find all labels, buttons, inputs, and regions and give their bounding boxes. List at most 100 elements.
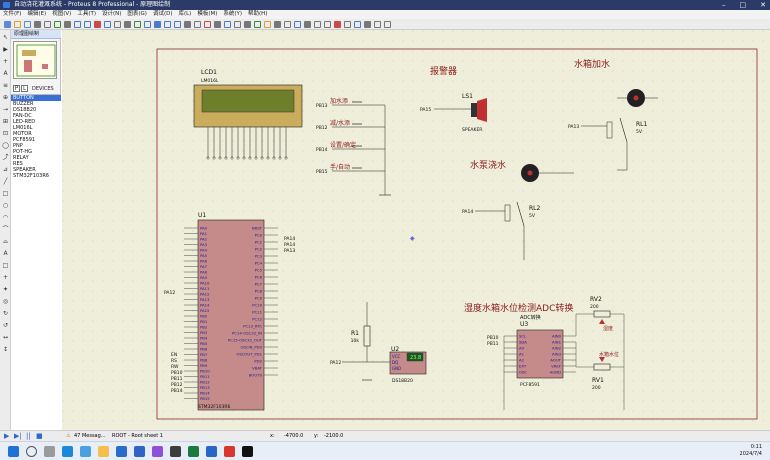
home-icon[interactable] — [54, 21, 61, 28]
save-icon[interactable] — [24, 21, 31, 28]
arc-icon[interactable]: ✦ — [2, 286, 9, 293]
mail-icon[interactable] — [134, 446, 145, 457]
minimize-button[interactable]: – — [722, 1, 726, 9]
app-icon[interactable] — [152, 446, 163, 457]
close-button[interactable]: ✕ — [760, 1, 766, 9]
decompose-icon[interactable] — [284, 21, 291, 28]
block-rotate-icon[interactable] — [234, 21, 241, 28]
redo-icon[interactable] — [164, 21, 171, 28]
search-icon[interactable] — [26, 446, 37, 457]
block-move-icon[interactable] — [224, 21, 231, 28]
new-file-icon[interactable] — [4, 21, 11, 28]
device-item[interactable]: LED-RED — [13, 119, 36, 125]
chat-icon[interactable] — [80, 446, 91, 457]
device-item[interactable]: STM32F103R6 — [13, 173, 49, 179]
file-explorer-icon[interactable] — [98, 446, 109, 457]
paste-icon[interactable] — [194, 21, 201, 28]
tape-icon[interactable]: ⤴ — [2, 154, 9, 161]
pan-icon[interactable] — [144, 21, 151, 28]
new-sheet-icon[interactable] — [324, 21, 331, 28]
flip-vertical-icon[interactable]: ↕ — [2, 346, 9, 353]
block-delete-icon[interactable] — [244, 21, 251, 28]
pick-icon[interactable] — [254, 21, 261, 28]
export-icon[interactable] — [44, 21, 51, 28]
import-icon[interactable] — [34, 21, 41, 28]
device-item[interactable]: MOTOR — [13, 131, 32, 137]
play-icon[interactable]: ▶ — [4, 432, 10, 440]
probe-current-icon[interactable]: □ — [2, 190, 9, 197]
message-count[interactable]: 47 Messag... — [74, 433, 106, 439]
schematic-tab[interactable]: 原理图绘制 — [11, 30, 61, 39]
device-item[interactable]: PNP — [13, 143, 23, 149]
text-script-icon[interactable]: ≡ — [2, 82, 9, 89]
path-icon[interactable]: ◎ — [2, 298, 9, 305]
device-item[interactable]: FAN-DC — [13, 113, 32, 119]
goto-sheet-icon[interactable] — [344, 21, 351, 28]
pcb-layout-icon[interactable] — [384, 21, 391, 28]
menu-item-1[interactable]: 编辑(E) — [27, 11, 47, 17]
start-icon[interactable] — [8, 446, 19, 457]
maximize-button[interactable]: □ — [739, 1, 747, 9]
refresh-icon[interactable] — [134, 21, 141, 28]
pause-icon[interactable]: || — [26, 432, 31, 440]
terminal-icon[interactable] — [170, 446, 181, 457]
word-icon[interactable] — [206, 446, 217, 457]
marker-icon[interactable]: + — [2, 274, 9, 281]
delete-icon[interactable] — [204, 21, 211, 28]
library-button[interactable]: L — [21, 85, 28, 92]
menu-item-5[interactable]: 图表(G) — [127, 11, 147, 17]
zoom-area-icon[interactable] — [104, 21, 111, 28]
menu-item-8[interactable]: 模板(M) — [197, 11, 218, 17]
edge-icon[interactable] — [62, 446, 73, 457]
menu-item-6[interactable]: 调试(D) — [152, 11, 173, 17]
system-clock[interactable]: 0:11 2024/7/4 — [740, 444, 762, 458]
packaging-icon[interactable] — [274, 21, 281, 28]
task-view-icon[interactable] — [44, 446, 55, 457]
print-icon[interactable] — [64, 21, 71, 28]
device-pins-icon[interactable]: ⊡ — [2, 130, 9, 137]
device-item[interactable]: RELAY — [13, 155, 29, 161]
menu-item-10[interactable]: 帮助(H) — [248, 11, 268, 17]
instruments-icon[interactable]: ○ — [2, 202, 9, 209]
zoom-all-icon[interactable] — [94, 21, 101, 28]
device-item[interactable]: POT-HG — [13, 149, 32, 155]
bom-icon[interactable] — [364, 21, 371, 28]
proteus-taskbar-icon[interactable] — [224, 446, 235, 457]
menu-item-0[interactable]: 文件(F) — [3, 11, 22, 17]
selection-mode-icon[interactable]: ↖ — [2, 34, 9, 41]
step-icon[interactable]: ▶| — [14, 432, 22, 440]
menu-item-4[interactable]: 设计(N) — [101, 11, 122, 17]
store-icon[interactable] — [116, 446, 127, 457]
text-icon[interactable]: A — [3, 250, 8, 257]
erc-icon[interactable] — [374, 21, 381, 28]
component-mode-icon[interactable]: ▶ — [3, 46, 8, 53]
subcircuit-icon[interactable]: → — [2, 106, 9, 113]
undo-icon[interactable] — [154, 21, 161, 28]
probe-voltage-icon[interactable]: ╱ — [3, 178, 8, 185]
capcut-icon[interactable] — [242, 446, 253, 457]
stop-icon[interactable]: ■ — [36, 432, 43, 440]
terminals-icon[interactable]: ⊞ — [2, 118, 9, 125]
rotate-cw-icon[interactable]: ↻ — [2, 310, 9, 317]
device-item[interactable]: RES — [13, 161, 23, 167]
device-item[interactable]: SPEAKER — [13, 167, 36, 173]
symbol-icon[interactable]: □ — [2, 262, 9, 269]
rotate-ccw-icon[interactable]: ↺ — [2, 322, 9, 329]
origin-icon[interactable] — [124, 21, 131, 28]
cut-icon[interactable] — [174, 21, 181, 28]
device-item[interactable]: BUTTON — [11, 95, 61, 101]
copy-icon[interactable] — [184, 21, 191, 28]
flip-horizontal-icon[interactable]: ↔ — [2, 334, 9, 341]
block-copy-icon[interactable] — [214, 21, 221, 28]
menu-item-9[interactable]: 系统(Y) — [223, 11, 243, 17]
open-file-icon[interactable] — [14, 21, 21, 28]
grid-icon[interactable] — [114, 21, 121, 28]
graph-icon[interactable]: ◯ — [2, 142, 9, 149]
menu-item-3[interactable]: 工具(T) — [77, 11, 96, 17]
wire-autorouter-icon[interactable] — [294, 21, 301, 28]
zoom-out-icon[interactable] — [84, 21, 91, 28]
search-tag-icon[interactable] — [304, 21, 311, 28]
box-icon[interactable]: ⌒ — [2, 226, 9, 233]
